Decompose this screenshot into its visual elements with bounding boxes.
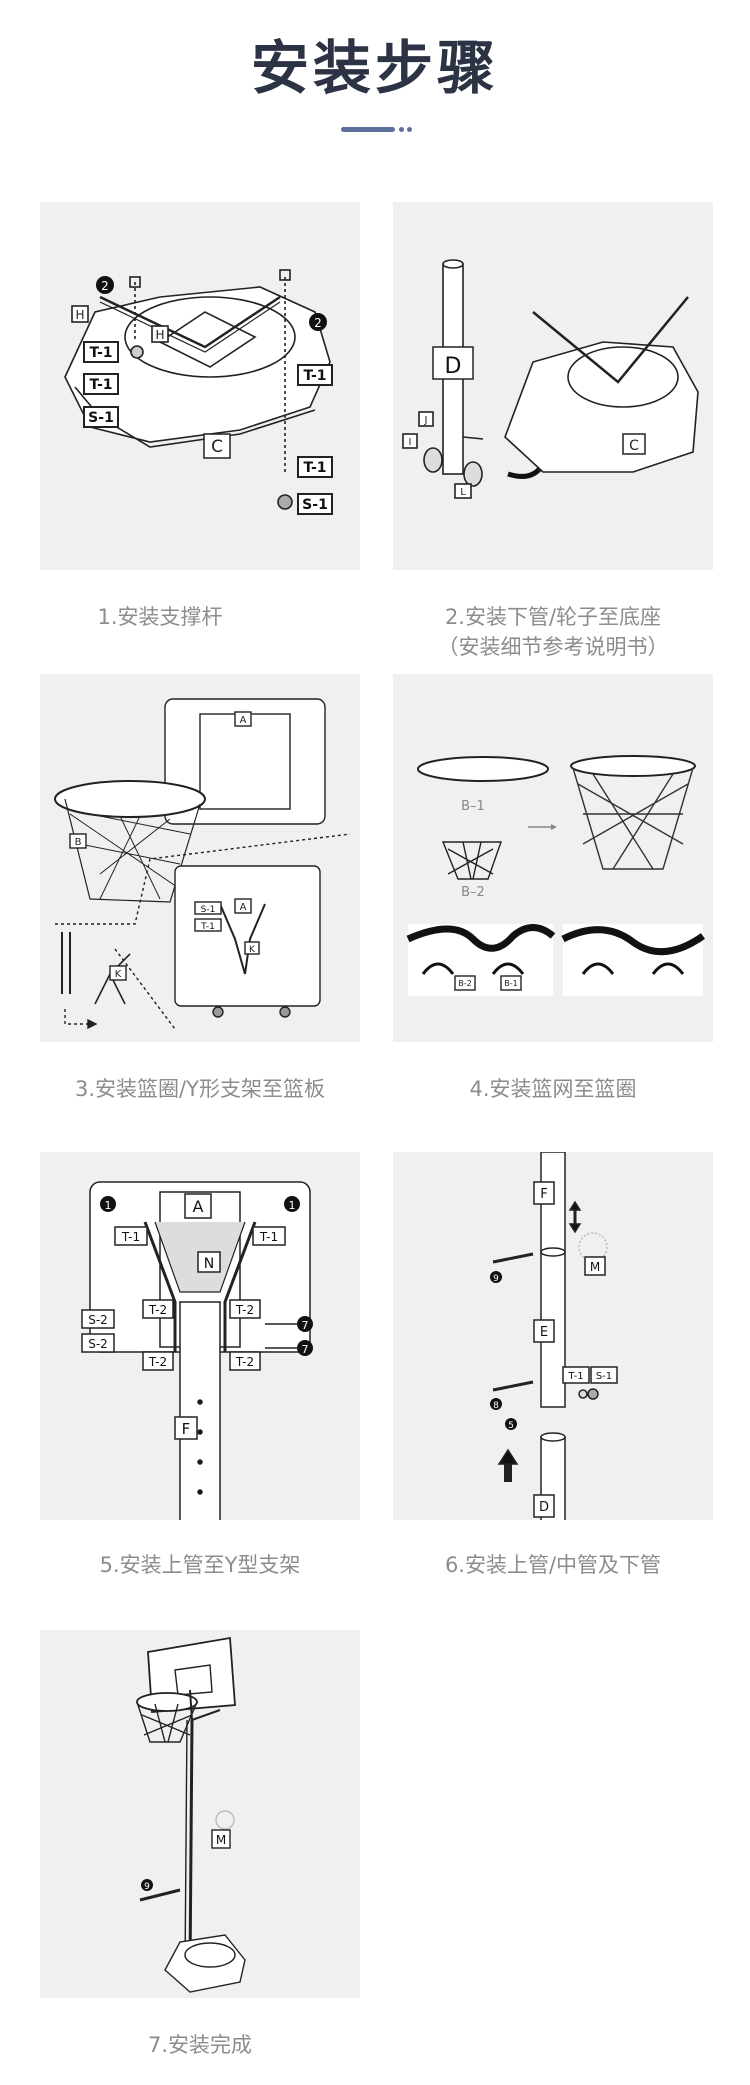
step-5-label-t2: T-2 [148, 1303, 167, 1317]
step-6-caption: 6.安装上管/中管及下管 [444, 1553, 662, 1577]
step-5-illustration: A N F 1 1 T-1 T-1 T-2 T-2 T-2 T-2 S-2 S-… [40, 1152, 360, 1520]
svg-text:T-2: T-2 [235, 1355, 254, 1369]
step-4-label-b2: B–2 [461, 885, 485, 900]
step-3-illustration: A B A K T-1 S-1 K [40, 674, 360, 1042]
step-6-label-m: M [590, 1260, 600, 1274]
step-1-label-h2: H [155, 328, 164, 342]
step-1-label-t1a: T-1 [89, 345, 112, 361]
step-6-label-s1: S-1 [596, 1371, 612, 1382]
step-3-label-b: B [75, 837, 82, 848]
step-3-label-k2: K [249, 945, 256, 955]
step-4-caption: 4.安装篮网至篮圈 [469, 1077, 637, 1101]
step-2-label-i: I [409, 437, 412, 448]
step-2-label-d: D [445, 354, 462, 379]
step-3-label-s1: S-1 [201, 905, 216, 915]
step-1-label-t1d: T-1 [303, 460, 326, 476]
step-7-illustration: M 9 [40, 1630, 360, 1998]
step-3-label-t1: T-1 [200, 922, 215, 932]
step-2-label-c: C [629, 438, 639, 454]
svg-text:T-2: T-2 [235, 1303, 254, 1317]
svg-text:T-2: T-2 [148, 1355, 167, 1369]
step-6-label-e: E [540, 1325, 548, 1340]
step-6-label-5: 5 [508, 1421, 514, 1431]
step-2-label-j: J [424, 415, 428, 426]
step-3-label-a1: A [240, 715, 247, 726]
step-4-label-bb2: B-2 [458, 979, 471, 988]
step-2-caption-line1: 2.安装下管/轮子至底座 [444, 605, 662, 629]
step-1-label-t1c: T-1 [303, 368, 326, 384]
step-5-label-t1: T-1 [121, 1230, 140, 1244]
title-accent-dot [399, 127, 404, 132]
step-5-caption: 5.安装上管至Y型支架 [99, 1553, 301, 1577]
step-1-label-s1a: S-1 [88, 410, 114, 426]
step-6-label-t1: T-1 [567, 1371, 583, 1382]
step-2-caption: 2.安装下管/轮子至底座 （安装细节参考说明书） [393, 602, 713, 662]
svg-text:T-1: T-1 [259, 1230, 278, 1244]
step-7-caption: 7.安装完成 [147, 2033, 253, 2057]
step-3-label-a2: A [240, 902, 247, 913]
title-accent-bar [341, 127, 395, 132]
step-5-label-7: 7 [302, 1319, 309, 1332]
step-1-label-2a: 2 [101, 279, 109, 293]
step-6-label-f: F [540, 1187, 547, 1202]
step-2-caption-line2: （安装细节参考说明书） [437, 635, 669, 659]
page-title: 安装步骤 [250, 34, 499, 102]
step-6-illustration: F E D M 9 8 5 T-1 S-1 [393, 1152, 713, 1520]
step-6-label-d: D [539, 1500, 549, 1515]
step-3-label-k1: K [115, 969, 122, 980]
step-5-label-1a: 1 [105, 1199, 112, 1212]
step-7-label-9: 9 [144, 1882, 150, 1892]
step-5-label-f: F [182, 1420, 191, 1438]
step-1-label-c: C [211, 437, 223, 457]
step-6-label-9: 9 [493, 1274, 499, 1284]
step-1-caption: 1.安装支撑杆 [97, 605, 223, 629]
step-1-label-2b: 2 [314, 316, 322, 330]
step-5-label-s2: S-2 [88, 1313, 108, 1327]
step-5-label-a: A [193, 1197, 204, 1216]
step-5-label-n: N [204, 1256, 214, 1272]
step-1-illustration: 2 2 H H T-1 T-1 S-1 T-1 T-1 S-1 C [40, 202, 360, 570]
step-4-label-bb1: B-1 [504, 979, 517, 988]
step-1-label-t1b: T-1 [89, 377, 112, 393]
step-7-label-m: M [216, 1833, 226, 1847]
step-2-illustration: D J I L C [393, 202, 713, 570]
svg-text:7: 7 [302, 1343, 309, 1356]
step-2-label-l: L [460, 487, 466, 498]
step-4-label-b1: B–1 [461, 799, 485, 814]
step-4-illustration: B–1 B–2 B-2 B-1 [393, 674, 713, 1042]
title-accent-dot [407, 127, 412, 132]
svg-text:1: 1 [289, 1199, 296, 1212]
svg-text:S-2: S-2 [88, 1337, 108, 1351]
step-1-label-s1b: S-1 [302, 497, 328, 513]
step-6-label-8: 8 [493, 1401, 499, 1411]
step-1-label-h1: H [75, 308, 84, 322]
step-3-caption: 3.安装篮圈/Y形支架至篮板 [75, 1077, 325, 1101]
